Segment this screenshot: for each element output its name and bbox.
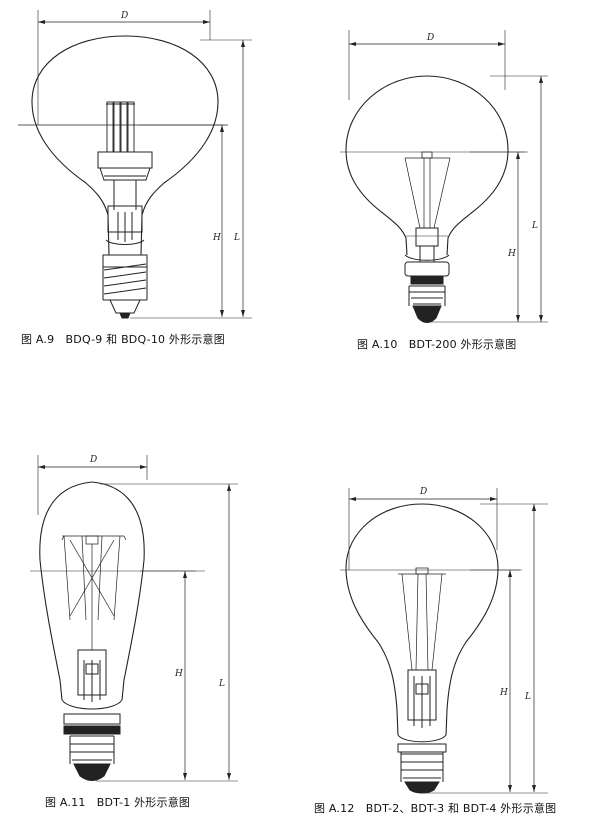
fig-a10-label-d: D xyxy=(426,33,434,43)
fig-a9-label-l: L xyxy=(233,233,240,243)
figure-a12-caption: 图 A.12 BDT-2、BDT-3 和 BDT-4 外形示意图 xyxy=(314,802,557,815)
figure-a11-drawing: D H L xyxy=(30,455,238,782)
figure-a10-drawing: D H L xyxy=(340,30,548,323)
figure-a12-drawing: D H L xyxy=(340,487,548,794)
fig-a9-label-d: D xyxy=(120,11,128,21)
figure-a10-caption: 图 A.10 BDT-200 外形示意图 xyxy=(357,338,517,351)
fig-a11-label-h: H xyxy=(174,669,183,679)
figure-a9-drawing: D xyxy=(18,10,252,319)
fig-a9-label-h: H xyxy=(212,233,221,243)
fig-a10-label-h: H xyxy=(507,249,516,259)
fig-a12-label-d: D xyxy=(419,487,427,497)
fig-a11-label-l: L xyxy=(218,679,225,689)
fig-a12-label-l: L xyxy=(524,692,531,702)
fig-a10-label-l: L xyxy=(531,221,538,231)
fig-a12-label-h: H xyxy=(499,688,508,698)
fig-a11-label-d: D xyxy=(89,455,97,465)
figure-a9-caption: 图 A.9 BDQ-9 和 BDQ-10 外形示意图 xyxy=(21,333,225,346)
figure-a11-caption: 图 A.11 BDT-1 外形示意图 xyxy=(45,796,191,809)
